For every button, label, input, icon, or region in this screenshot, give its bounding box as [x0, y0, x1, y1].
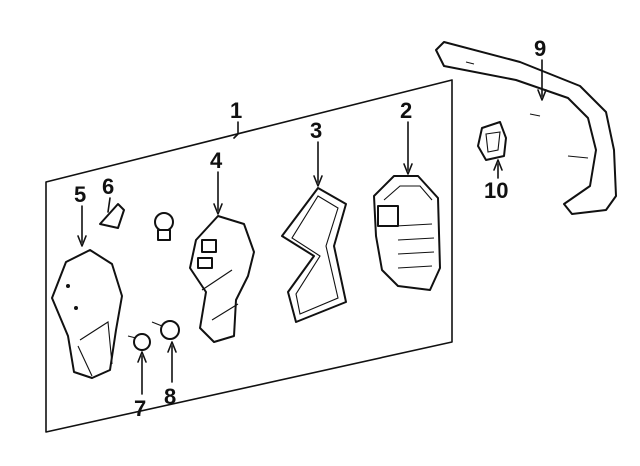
part-7-bulb: [127, 333, 151, 351]
part-9-garnish-bar: [435, 41, 617, 215]
callout-1: 1: [230, 98, 242, 123]
callout-4: 4: [210, 148, 223, 173]
callout-9: 9: [534, 36, 546, 61]
part-2-tail-lamp-lens: [373, 175, 441, 291]
assembly-outline: [45, 79, 453, 433]
callout-3: 3: [310, 118, 322, 143]
callout-2: 2: [400, 98, 412, 123]
leader-lines: [77, 59, 547, 395]
part-4-socket-housing: [189, 215, 255, 343]
part-10-clip: [477, 121, 507, 161]
callout-10: 10: [484, 178, 508, 203]
part-5-lamp-housing: [51, 249, 123, 379]
callout-7: 7: [134, 396, 146, 421]
callout-8: 8: [164, 384, 176, 409]
callout-6: 6: [102, 174, 114, 199]
part-3-gasket: [281, 187, 347, 323]
part-6-lens: [99, 203, 125, 229]
bulb-icon: [154, 212, 174, 241]
callout-5: 5: [74, 182, 86, 207]
part-8-bulb: [151, 320, 180, 340]
